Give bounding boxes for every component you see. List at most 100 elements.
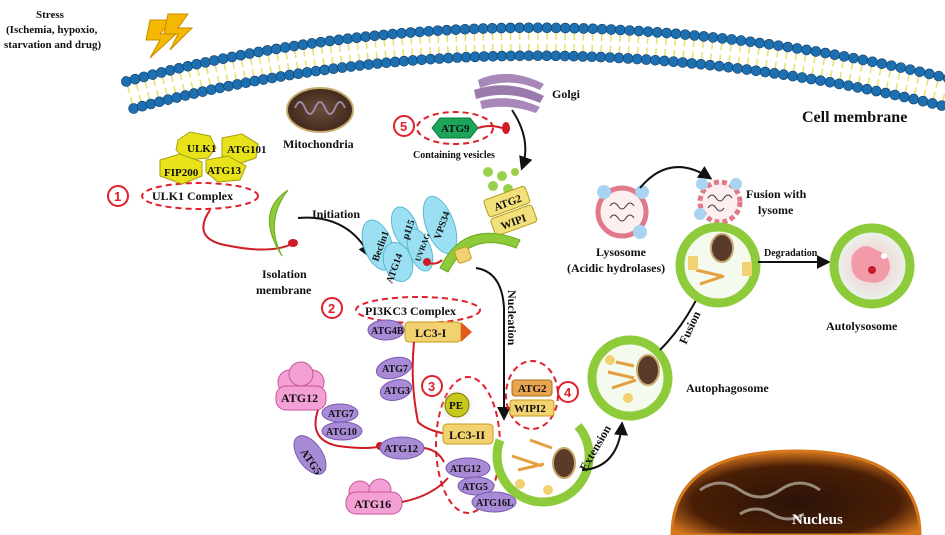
- ulk1-complex-label: ULK1 Complex: [152, 189, 233, 203]
- wipi2-box: [509, 399, 555, 417]
- lipid-head: [713, 60, 725, 72]
- atg101-label: ATG101: [227, 144, 267, 156]
- lipid-head: [717, 33, 728, 44]
- pe-circle: [444, 392, 470, 418]
- lipid-head: [622, 53, 634, 64]
- lipid-head: [750, 65, 762, 77]
- lipid-tail: [278, 64, 281, 73]
- lipid-head: [396, 27, 407, 39]
- mitochondria-label: Mitochondria: [283, 137, 354, 151]
- lipid-head: [147, 69, 158, 80]
- lipid-head: [843, 80, 854, 91]
- step-1-number: 1: [114, 189, 121, 204]
- lipid-head: [876, 58, 888, 69]
- lipid-tail: [144, 80, 148, 89]
- lipid-tail: [774, 61, 777, 70]
- golgi-icon: [474, 73, 544, 113]
- lipid-head: [596, 23, 608, 35]
- fused-lysosome-icon: [694, 178, 743, 225]
- lipid-tail: [885, 81, 889, 90]
- lipid-tail: [720, 42, 723, 51]
- autophagosome-icon: [587, 335, 673, 421]
- lipid-head: [927, 98, 938, 109]
- lipid-tail: [757, 46, 760, 56]
- lipid-head: [541, 22, 553, 34]
- lipid-head: [478, 51, 490, 62]
- lipid-head: [310, 65, 322, 77]
- lipid-tail: [748, 45, 751, 54]
- lipid-head: [541, 50, 553, 62]
- step-1-marker: [107, 185, 129, 207]
- lipid-head: [275, 71, 287, 82]
- lipid-tail: [138, 94, 142, 103]
- lipid-head: [801, 44, 812, 56]
- lipid-head: [342, 33, 354, 45]
- lipid-tail: [410, 36, 413, 45]
- golgi-label: Golgi: [552, 87, 581, 101]
- step-3-marker: [421, 375, 443, 397]
- lipid-tail: [181, 83, 186, 92]
- atg2-wipi2-dashed-ring: [505, 360, 559, 430]
- atg10-label: ATG10: [326, 427, 357, 438]
- ulk1-dashed-ring: [141, 182, 259, 210]
- lipid-head: [505, 22, 516, 34]
- lipid-tail: [393, 49, 396, 59]
- degradation-label: Degradation: [764, 248, 818, 259]
- lipid-head: [451, 52, 463, 63]
- lipid-tail: [878, 67, 882, 76]
- fusion-with-label-1: Fusion with: [746, 187, 807, 201]
- lipid-tail: [755, 58, 759, 67]
- isolation-membrane-line1: Isolation: [262, 267, 307, 281]
- lipid-head: [668, 56, 679, 68]
- lipid-tail: [813, 55, 817, 64]
- lipid-tail: [402, 49, 405, 58]
- lipid-tail: [904, 85, 908, 94]
- lipid-tail: [664, 36, 668, 46]
- lipid-tail: [820, 68, 824, 77]
- atg3-label: ATG3: [384, 386, 410, 397]
- lipid-head: [560, 22, 571, 34]
- lipid-tail: [147, 92, 151, 101]
- lipid-head: [319, 64, 330, 76]
- mitochondria-icon: [286, 87, 354, 133]
- lipid-head: [197, 86, 208, 97]
- wipi2-label: WIPI2: [514, 403, 546, 415]
- lipid-head: [360, 31, 371, 43]
- lipid-head: [443, 52, 454, 64]
- lipid-head: [333, 34, 345, 46]
- lipid-head: [425, 53, 436, 65]
- lipid-tail: [339, 55, 343, 64]
- atg7-label-a: ATG7: [382, 364, 408, 375]
- lipid-tail: [709, 53, 713, 62]
- lipid-head: [262, 45, 273, 56]
- lipid-head: [200, 57, 211, 68]
- lightning-icon: [145, 13, 194, 59]
- lipid-head: [121, 76, 132, 87]
- lipid-tail: [646, 35, 649, 44]
- lipid-tail: [304, 60, 308, 69]
- stress-line2: (Ischemia, hypoxio,: [6, 24, 98, 36]
- lipid-tail: [811, 67, 815, 76]
- lipid-head: [532, 22, 544, 34]
- lipid-head: [432, 25, 444, 36]
- lipid-tail: [682, 50, 685, 59]
- atg10-protein: [321, 421, 363, 441]
- lipid-head: [380, 57, 392, 69]
- lipid-tail: [941, 93, 945, 102]
- lipid-head: [138, 71, 150, 83]
- lipid-tail: [205, 66, 209, 75]
- lipid-head: [838, 51, 850, 62]
- lipid-head: [723, 61, 734, 73]
- lc3i-label: LC3-I: [415, 326, 447, 340]
- lipid-tail: [267, 54, 271, 63]
- lipid-head: [695, 58, 707, 70]
- lipid-head: [288, 40, 300, 52]
- lipid-tail: [655, 36, 658, 45]
- lipid-tail: [161, 76, 165, 85]
- lipid-head: [405, 27, 416, 38]
- lipid-head: [871, 85, 882, 97]
- lipid-head: [306, 38, 318, 49]
- lipid-head: [205, 84, 217, 96]
- lipid-head: [550, 22, 562, 34]
- lipid-tail: [356, 41, 359, 50]
